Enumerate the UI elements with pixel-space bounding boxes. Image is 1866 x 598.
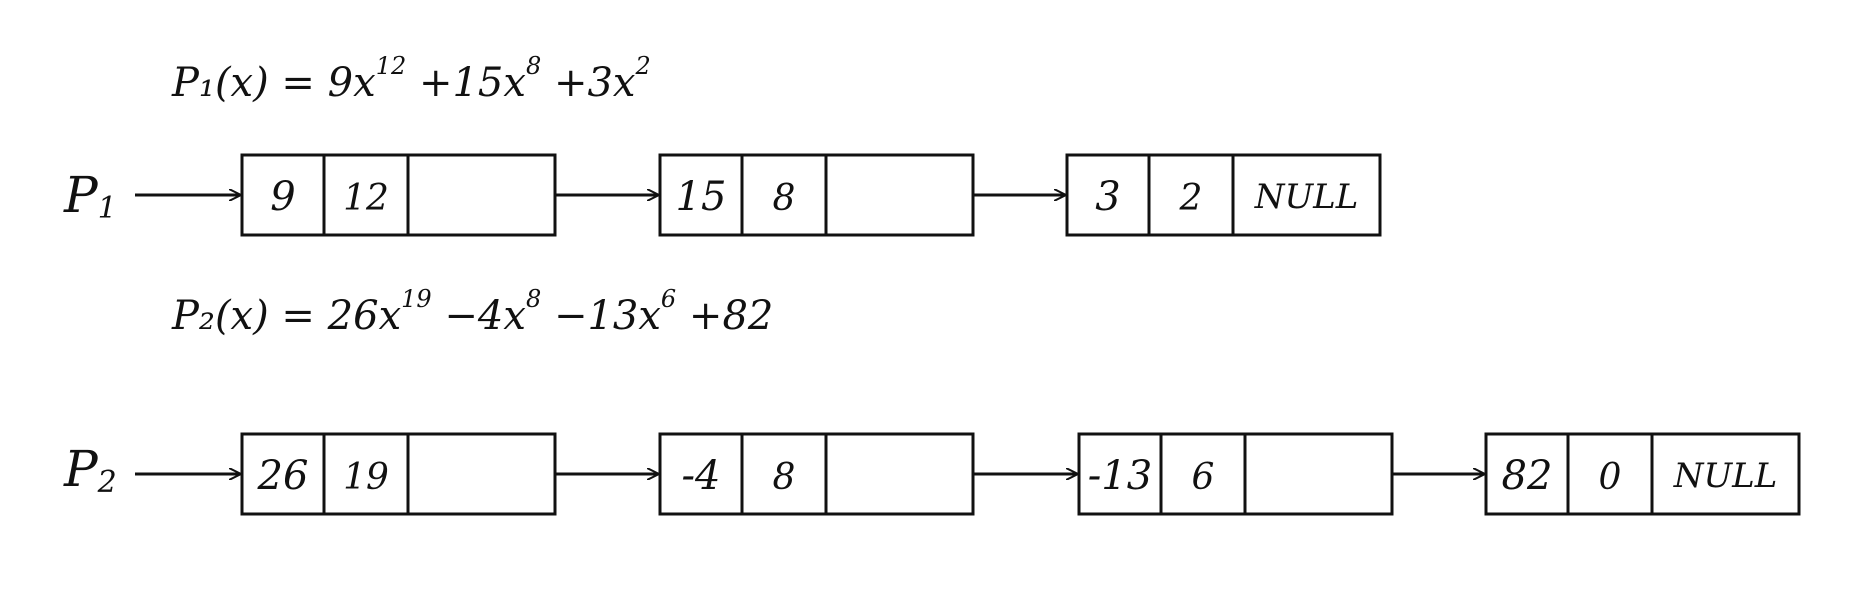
node-exponent: 8 xyxy=(773,178,796,219)
node-exponent: 12 xyxy=(343,178,389,219)
list-node: 26 19 xyxy=(240,432,557,516)
node-exponent: 19 xyxy=(343,457,389,498)
equation-term: −13x6 xyxy=(553,285,677,339)
list-node: 9 12 xyxy=(240,153,557,237)
equation-term: −4x8 xyxy=(444,285,542,339)
list-node: 15 8 xyxy=(658,153,975,237)
list-node: -4 8 xyxy=(658,432,975,516)
node-coefficient: 82 xyxy=(1502,453,1553,499)
equation-term: +15x8 xyxy=(418,52,542,106)
list-node: -13 6 xyxy=(1077,432,1394,516)
equation-term: +82 xyxy=(688,293,774,339)
head-pointer-label-p2: P2 xyxy=(64,440,117,500)
node-box xyxy=(1484,432,1801,516)
equation-term: 26x19 xyxy=(327,285,432,339)
node-exponent: 2 xyxy=(1179,178,1203,219)
equation-p2: P₂(x) = 26x19 −4x8 −13x6 +82 xyxy=(172,285,773,339)
equation-p1: P₁(x) = 9x12 +15x8 +3x2 xyxy=(172,52,651,106)
equation-term: +3x2 xyxy=(553,52,651,106)
linked-list-p2: 26 19 -4 8 -13 6 82 0 NULL xyxy=(135,432,1801,516)
equation-lhs: P₁(x) = xyxy=(172,60,315,106)
node-exponent: 0 xyxy=(1599,457,1622,498)
node-coefficient: 26 xyxy=(257,453,309,499)
equation-term: 9x12 xyxy=(327,52,407,106)
node-coefficient: -13 xyxy=(1088,453,1152,499)
node-exponent: 8 xyxy=(773,457,796,498)
node-coefficient: 9 xyxy=(270,174,295,220)
list-node: 82 0 NULL xyxy=(1484,432,1801,516)
linked-list-p1: 9 12 15 8 3 2 NULL xyxy=(135,153,1382,237)
node-coefficient: 15 xyxy=(676,174,727,220)
node-link: NULL xyxy=(1673,456,1778,496)
node-exponent: 6 xyxy=(1192,457,1215,498)
list-node: 3 2 NULL xyxy=(1065,153,1382,237)
node-link: NULL xyxy=(1254,177,1359,217)
equation-lhs: P₂(x) = xyxy=(172,293,315,339)
node-box xyxy=(1065,153,1382,237)
node-coefficient: 3 xyxy=(1095,174,1120,220)
head-pointer-label-p1: P1 xyxy=(64,166,117,226)
node-coefficient: -4 xyxy=(682,453,721,499)
